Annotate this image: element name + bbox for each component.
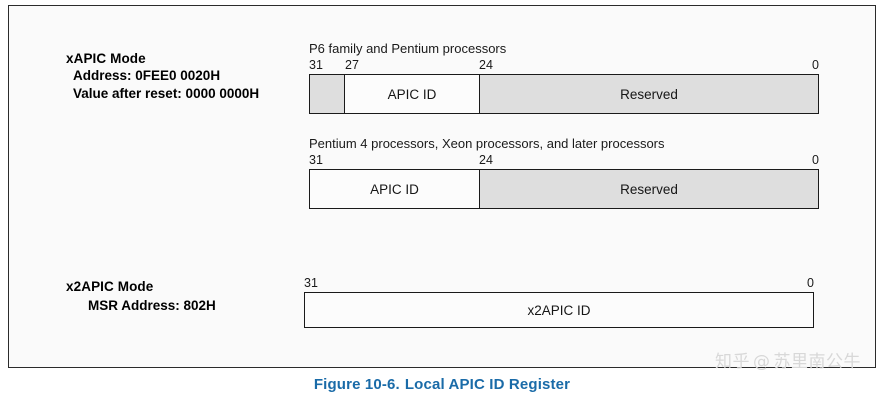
bit-label-0: 0 — [812, 58, 819, 72]
xapic-mode-title: xAPIC Mode — [66, 51, 146, 66]
x2apic-mode-title: x2APIC Mode — [66, 279, 154, 294]
register-field-x2apic-id: x2APIC ID — [305, 293, 813, 327]
figure-frame: xAPIC Mode Address: 0FEE0 0020H Value af… — [8, 5, 876, 372]
bit-axis-x2apic: 31 0 — [304, 277, 814, 292]
register-box-pentium4-xeon: APIC ID Reserved — [309, 169, 819, 209]
xapic-address-line: Address: 0FEE0 0020H — [73, 68, 221, 84]
bit-label-24: 24 — [479, 153, 493, 167]
bit-label-31: 31 — [309, 58, 323, 72]
register-field-apic-id: APIC ID — [345, 75, 480, 113]
register-box-x2apic: x2APIC ID — [304, 292, 814, 328]
register-field-upper-bits — [310, 75, 345, 113]
bit-axis-pentium4-xeon: 31 24 0 — [309, 154, 819, 169]
figure-caption-title: Local APIC ID Register — [404, 376, 571, 393]
bit-axis-p6-family: 31 27 24 0 — [309, 59, 819, 74]
bit-label-24: 24 — [479, 58, 493, 72]
zhihu-watermark: 知乎@苏里南公牛 — [715, 347, 861, 372]
bit-label-27: 27 — [345, 58, 359, 72]
bit-label-31: 31 — [309, 153, 323, 167]
register-diagram-pentium4-xeon: Pentium 4 processors, Xeon processors, a… — [309, 137, 819, 209]
watermark-username: 苏里南公牛 — [773, 352, 861, 372]
x2apic-msr-address-line: MSR Address: 802H — [88, 298, 216, 314]
register-box-p6-family: APIC ID Reserved — [309, 74, 819, 114]
figure-caption-number: Figure 10-6. — [313, 376, 400, 393]
register-field-apic-id: APIC ID — [310, 170, 480, 208]
register-caption-pentium4-xeon: Pentium 4 processors, Xeon processors, a… — [309, 136, 665, 151]
register-diagram-x2apic: 31 0 x2APIC ID — [304, 277, 814, 328]
watermark-at-symbol: @ — [753, 352, 771, 372]
register-caption-p6-family: P6 family and Pentium processors — [309, 41, 507, 56]
bit-label-0: 0 — [812, 153, 819, 167]
xapic-reset-value-line: Value after reset: 0000 0000H — [73, 85, 260, 101]
bit-label-0: 0 — [807, 276, 814, 290]
watermark-site: 知乎 — [715, 352, 750, 372]
bit-label-31: 31 — [304, 276, 318, 290]
x2apic-mode-label-block: x2APIC Mode MSR Address: 802H — [66, 278, 216, 315]
register-field-reserved: Reserved — [480, 75, 818, 113]
figure-caption: Figure 10-6.Local APIC ID Register — [0, 376, 884, 393]
register-field-reserved: Reserved — [480, 170, 818, 208]
register-diagram-p6-family: P6 family and Pentium processors 31 27 2… — [309, 42, 819, 114]
xapic-mode-label-block: xAPIC Mode Address: 0FEE0 0020H Value af… — [66, 50, 259, 102]
